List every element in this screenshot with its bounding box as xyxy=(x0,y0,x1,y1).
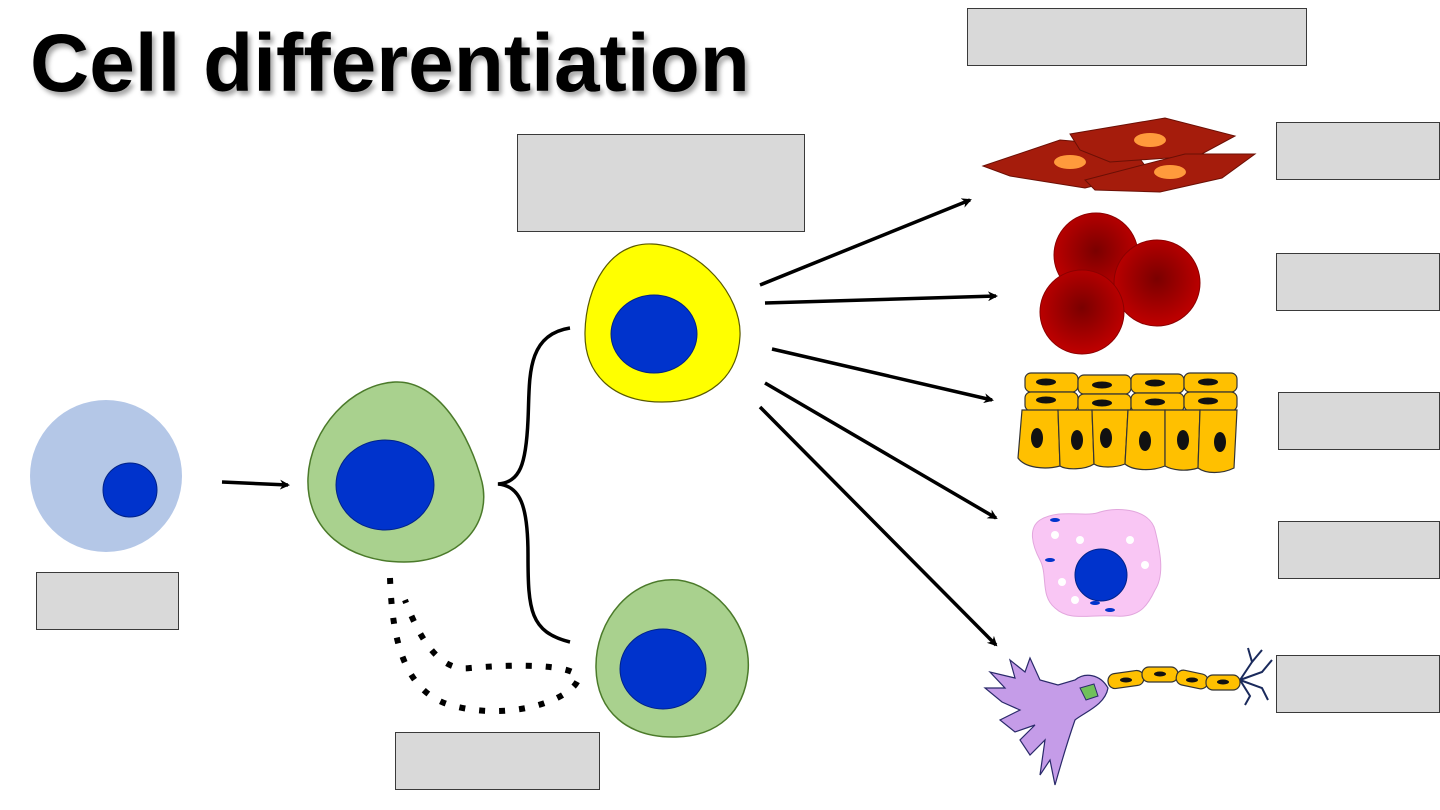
label-box-immune[interactable] xyxy=(1278,521,1440,579)
arrow-to-muscle xyxy=(759,198,972,287)
page-title: Cell differentiation xyxy=(30,18,750,109)
arrow-to-epithelial xyxy=(771,347,994,404)
daughter-stem-cell xyxy=(595,579,750,738)
label-box-epithelial[interactable] xyxy=(1278,392,1440,450)
self-renewal-dotted-arrow xyxy=(387,577,582,715)
arrow-stem-to-cell xyxy=(221,479,290,490)
epithelial-cells xyxy=(1017,372,1238,474)
dividing-cell xyxy=(307,381,485,563)
label-box-self-renewal[interactable] xyxy=(395,732,600,790)
muscle-cells xyxy=(981,117,1257,193)
stem-cell-nucleus xyxy=(102,462,158,518)
progenitor-cell-nucleus xyxy=(610,294,698,374)
label-box-top-right[interactable] xyxy=(967,8,1307,66)
label-box-progenitor[interactable] xyxy=(517,134,805,232)
progenitor-cell xyxy=(584,243,741,403)
immune-cell-nucleus xyxy=(1074,548,1128,602)
arrow-to-immune xyxy=(764,381,998,520)
arrow-to-neuron xyxy=(758,405,998,647)
label-box-stem-cell[interactable] xyxy=(36,572,179,630)
neuron xyxy=(983,647,1273,786)
division-brace xyxy=(497,326,571,644)
label-box-neuron[interactable] xyxy=(1276,655,1440,713)
daughter-cell-nucleus xyxy=(619,628,707,710)
stem-cell xyxy=(30,400,182,552)
label-box-muscle[interactable] xyxy=(1276,122,1440,180)
immune-cell xyxy=(1032,509,1162,617)
red-blood-cells xyxy=(1039,212,1201,355)
label-box-blood[interactable] xyxy=(1276,253,1440,311)
dividing-cell-nucleus xyxy=(335,439,435,531)
arrow-to-blood xyxy=(764,291,998,305)
